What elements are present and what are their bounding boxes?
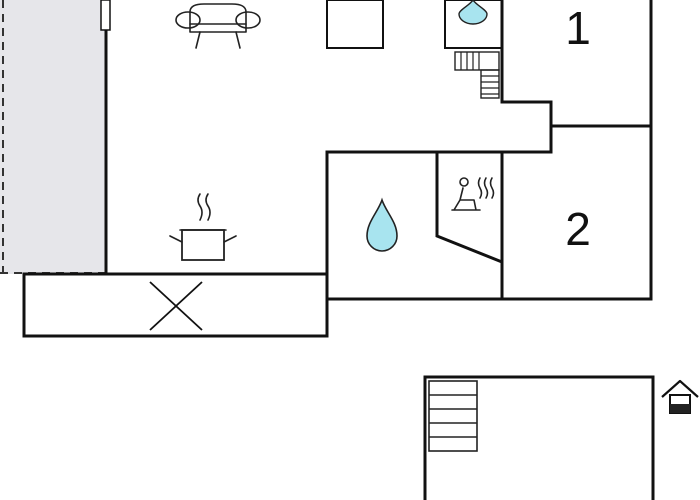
outer-wall [22, 0, 653, 338]
window-post [100, 0, 111, 31]
terrace-fill [0, 0, 106, 274]
sauna-icon [451, 177, 495, 211]
annex-wall [423, 375, 655, 500]
sauna-wall [435, 152, 503, 264]
bathroom-wall [325, 0, 553, 299]
cooking-pot-icon [169, 193, 237, 261]
sofa-icon [175, 3, 261, 49]
annex-stairs-icon [428, 380, 478, 452]
shower-box [444, 0, 503, 49]
void-cross-icon [149, 281, 203, 331]
terrace [0, 0, 106, 274]
stairs-icon [454, 51, 500, 99]
house-icon [661, 379, 699, 414]
table-icon [326, 0, 384, 49]
water-drop-icon-top [458, 0, 488, 25]
room-1-label: 1 [565, 2, 591, 54]
room-2-label: 2 [565, 203, 591, 255]
water-drop-icon [366, 197, 398, 252]
